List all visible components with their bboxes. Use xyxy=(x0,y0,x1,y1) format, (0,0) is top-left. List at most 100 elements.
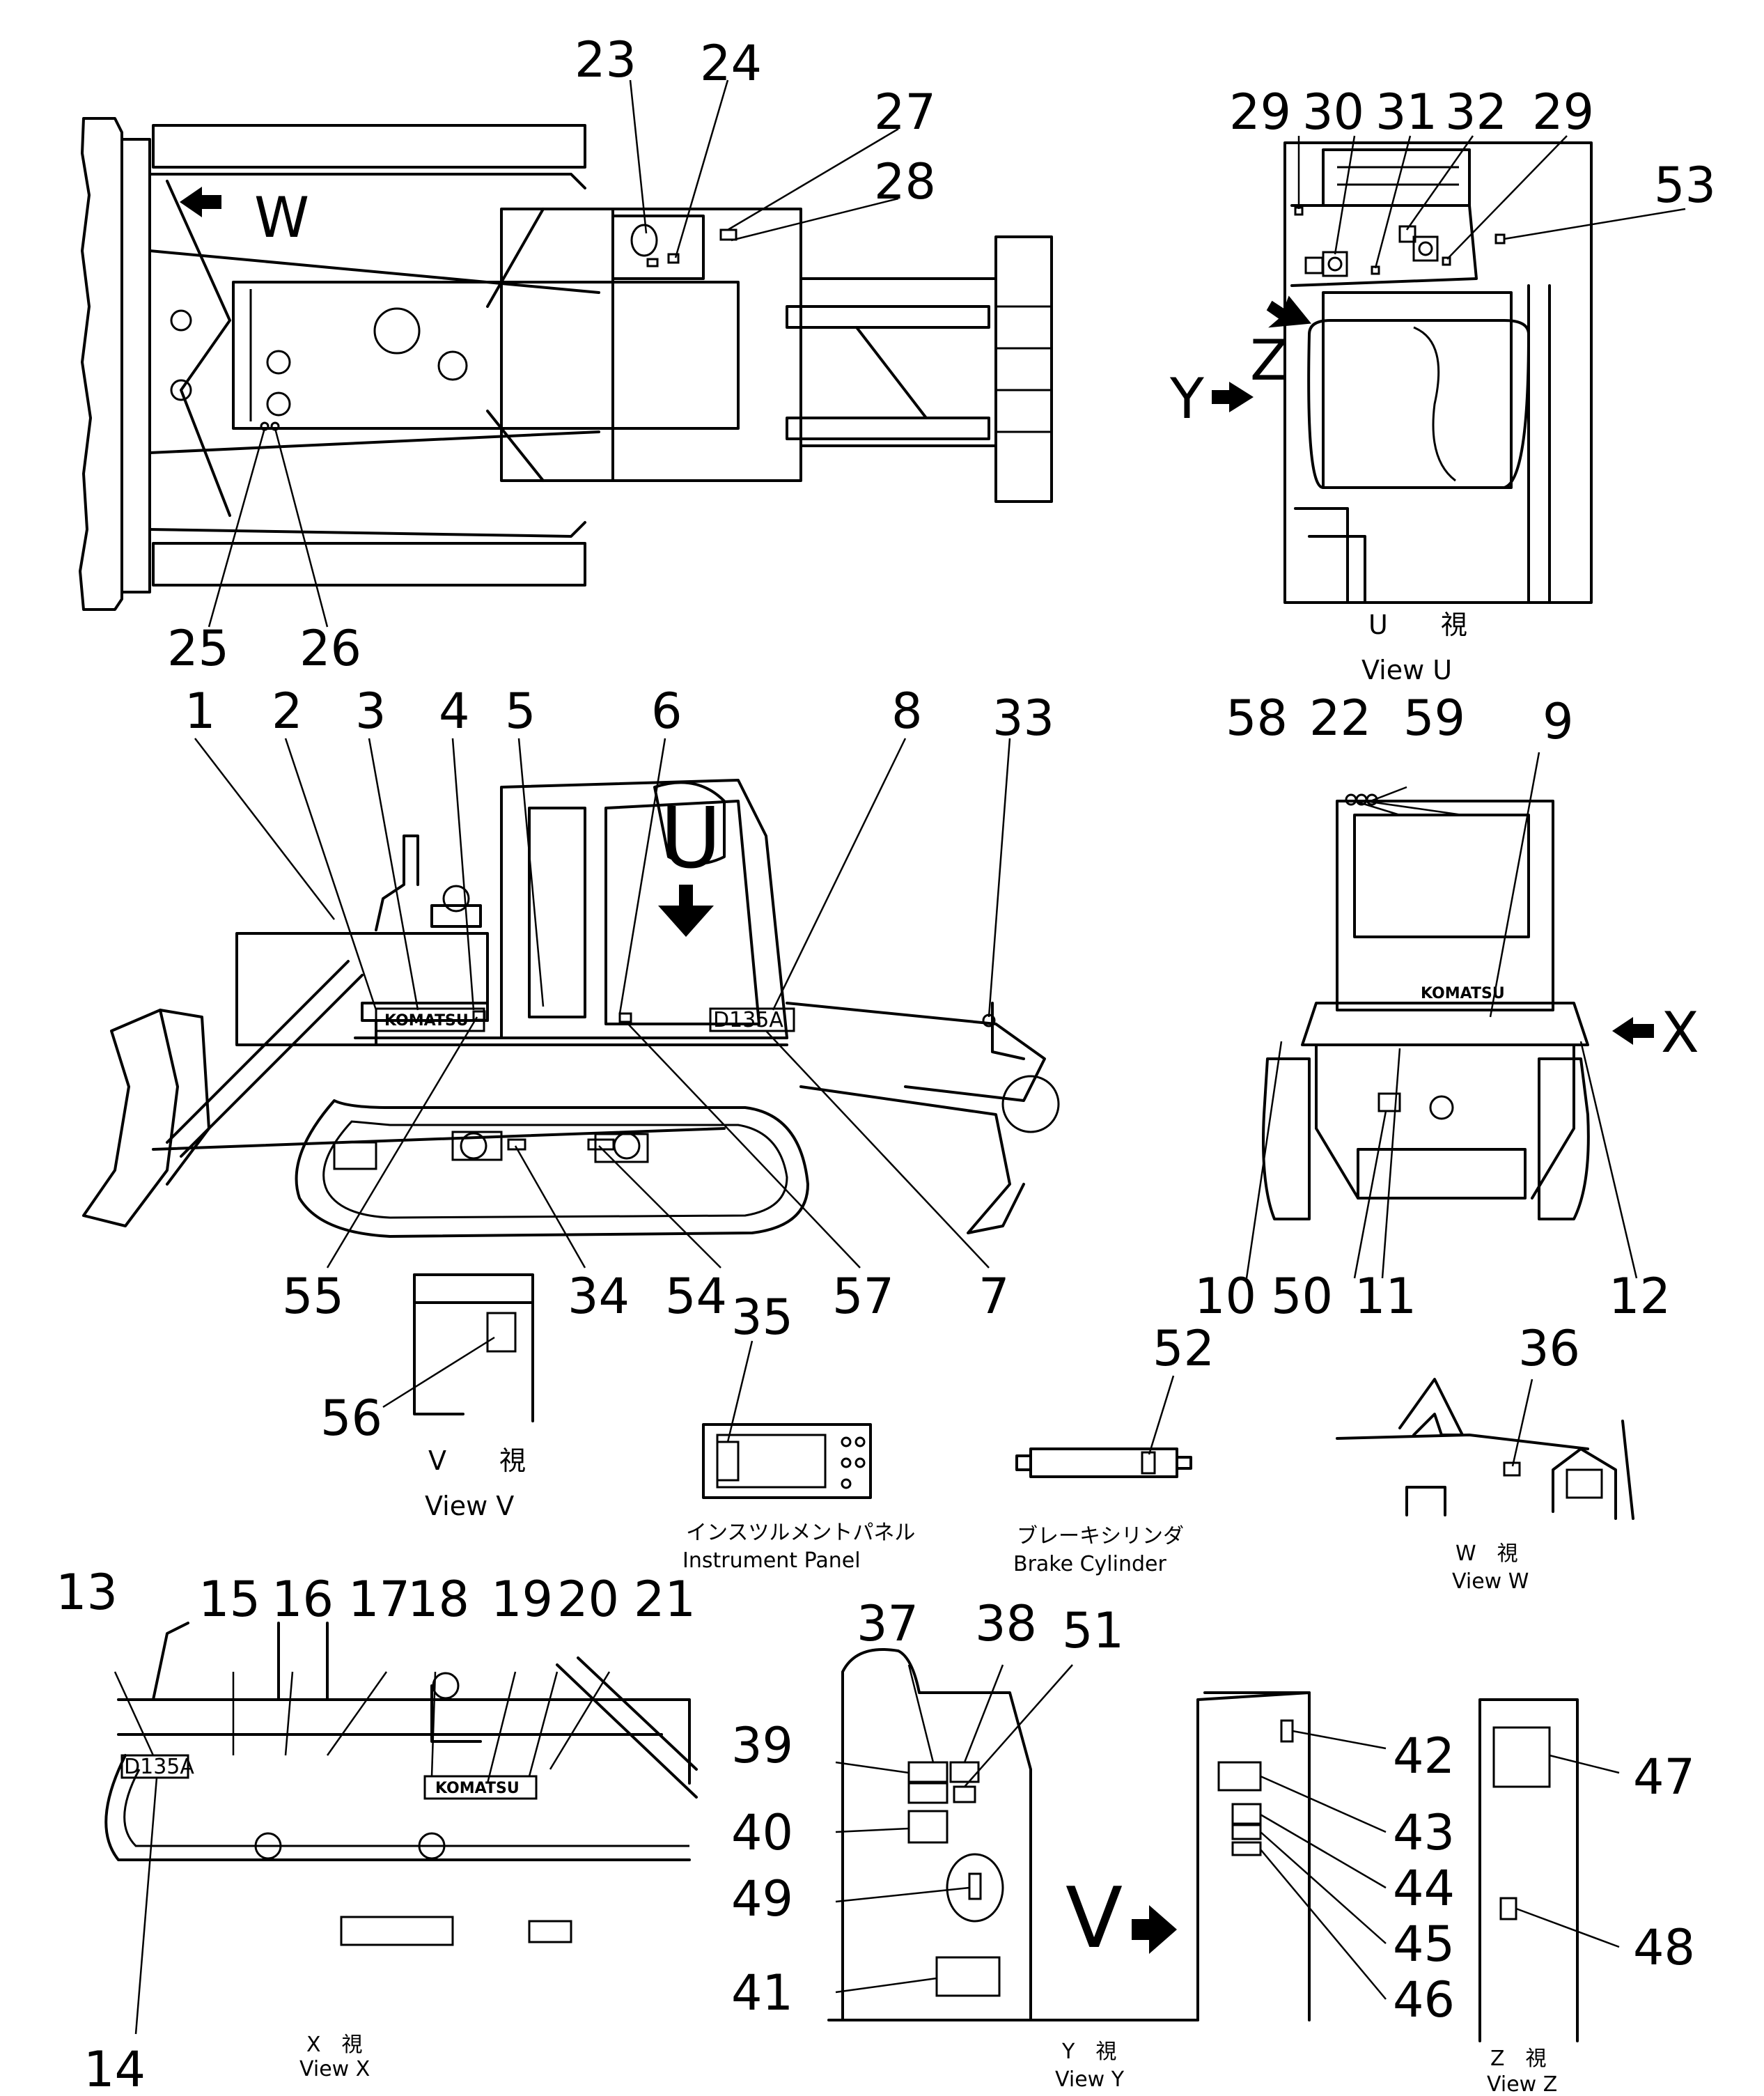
arrow-y-label: Y xyxy=(1169,366,1205,431)
view-w-caption-jp: W 視 xyxy=(1455,1542,1518,1566)
callout-12: 12 xyxy=(1609,1268,1671,1325)
komatsu-plate-rear: KOMATSU xyxy=(1421,985,1505,1002)
callout-30: 30 xyxy=(1302,84,1364,141)
side-view xyxy=(82,779,1060,1238)
callout-24: 24 xyxy=(700,35,762,92)
view-y-caption: View Y xyxy=(1055,2067,1125,2092)
callout-50: 50 xyxy=(1271,1268,1333,1325)
view-v-caption: View V xyxy=(425,1491,514,1521)
top-view xyxy=(79,117,1053,611)
callout-34: 34 xyxy=(568,1268,630,1325)
callout-45: 45 xyxy=(1393,1916,1455,1973)
callout-51: 51 xyxy=(1062,1602,1124,1659)
callout-13: 13 xyxy=(56,1564,118,1621)
view-x-caption: View X xyxy=(299,2057,370,2081)
callout-6: 6 xyxy=(651,683,682,740)
rear-view xyxy=(1262,793,1654,1220)
view-y-panel xyxy=(1092,1691,1311,2021)
model-plate-side: D135A xyxy=(713,1008,783,1032)
callout-39: 39 xyxy=(731,1717,793,1774)
callout-46: 46 xyxy=(1393,1971,1455,2028)
callout-4: 4 xyxy=(439,683,470,740)
view-w-caption: View W xyxy=(1452,1569,1529,1594)
callout-47: 47 xyxy=(1633,1748,1695,1806)
instrument-panel-caption-jp: インスツルメントパネル xyxy=(686,1521,915,1545)
callout-3: 3 xyxy=(355,683,387,740)
callout-56: 56 xyxy=(320,1390,382,1447)
brake-cylinder xyxy=(1015,1447,1192,1478)
view-u-caption-jp: U 視 xyxy=(1368,610,1467,640)
view-y-caption-jp: Y 視 xyxy=(1061,2040,1116,2064)
callout-11: 11 xyxy=(1355,1268,1416,1325)
view-x xyxy=(104,1622,698,1946)
callout-57: 57 xyxy=(832,1268,894,1325)
callout-33: 33 xyxy=(992,690,1054,747)
callout-52: 52 xyxy=(1153,1320,1215,1377)
view-v xyxy=(413,1273,534,1422)
callout-59: 59 xyxy=(1403,690,1465,747)
callout-22: 22 xyxy=(1309,690,1371,747)
arrow-z-label: Z xyxy=(1250,328,1288,393)
view-v-caption-jp: V 視 xyxy=(428,1445,526,1476)
callout-28: 28 xyxy=(874,153,936,210)
callout-53: 53 xyxy=(1654,157,1716,214)
callout-23: 23 xyxy=(575,31,637,88)
view-y xyxy=(827,1648,1177,2021)
callout-38: 38 xyxy=(975,1595,1037,1652)
callout-25: 25 xyxy=(167,620,229,677)
view-w xyxy=(1336,1378,1634,1520)
instrument-panel-caption: Instrument Panel xyxy=(682,1548,861,1573)
callout-26: 26 xyxy=(299,620,361,677)
model-plate-x: D135A xyxy=(124,1755,194,1779)
callout-35: 35 xyxy=(731,1289,793,1346)
callout-58: 58 xyxy=(1226,690,1288,747)
arrow-v-label: V xyxy=(1066,1870,1123,1967)
callout-19: 19 xyxy=(491,1571,553,1628)
callout-15: 15 xyxy=(198,1571,260,1628)
callout-43: 43 xyxy=(1393,1804,1455,1861)
arrow-u-label: U xyxy=(660,791,721,887)
leader-lines xyxy=(114,79,1686,2035)
callout-40: 40 xyxy=(731,1804,793,1861)
callout-9: 9 xyxy=(1543,693,1574,750)
arrow-w-label: W xyxy=(254,185,309,250)
callout-37: 37 xyxy=(857,1595,919,1652)
callout-29-left: 29 xyxy=(1229,84,1291,141)
brake-cylinder-caption-jp: ブレーキシリンダ xyxy=(1017,1524,1184,1548)
callout-48: 48 xyxy=(1633,1919,1695,1976)
komatsu-plate-side: KOMATSU xyxy=(384,1012,469,1030)
view-u xyxy=(1212,141,1593,604)
callout-14: 14 xyxy=(84,2041,146,2096)
callout-numbers: 23 24 27 28 25 26 29 30 31 32 29 53 1 2 … xyxy=(56,31,1716,2096)
view-x-caption-jp: X 視 xyxy=(306,2033,363,2057)
callout-36: 36 xyxy=(1518,1320,1580,1377)
arrow-x-label: X xyxy=(1661,1000,1699,1065)
callout-55: 55 xyxy=(282,1268,344,1325)
callout-2: 2 xyxy=(272,683,303,740)
callout-27: 27 xyxy=(874,84,936,141)
callout-49: 49 xyxy=(731,1870,793,1927)
callout-42: 42 xyxy=(1393,1728,1455,1785)
view-u-caption: View U xyxy=(1361,655,1452,685)
callout-31: 31 xyxy=(1375,84,1437,141)
komatsu-plate-x: KOMATSU xyxy=(435,1780,520,1797)
callout-5: 5 xyxy=(505,683,536,740)
view-z-caption: View Z xyxy=(1487,2072,1557,2096)
callout-32: 32 xyxy=(1445,84,1507,141)
instrument-panel xyxy=(702,1423,872,1499)
view-z-caption-jp: Z 視 xyxy=(1490,2047,1547,2071)
callout-7: 7 xyxy=(978,1268,1010,1325)
callout-18: 18 xyxy=(407,1571,469,1628)
callout-8: 8 xyxy=(891,683,923,740)
callout-54: 54 xyxy=(665,1268,727,1325)
callout-17: 17 xyxy=(348,1571,410,1628)
callout-1: 1 xyxy=(185,683,216,740)
callout-21: 21 xyxy=(634,1571,696,1628)
callout-20: 20 xyxy=(557,1571,619,1628)
callout-41: 41 xyxy=(731,1964,793,2021)
callout-16: 16 xyxy=(272,1571,334,1628)
callout-10: 10 xyxy=(1194,1268,1256,1325)
callout-44: 44 xyxy=(1393,1860,1455,1917)
callout-29-right: 29 xyxy=(1532,84,1594,141)
